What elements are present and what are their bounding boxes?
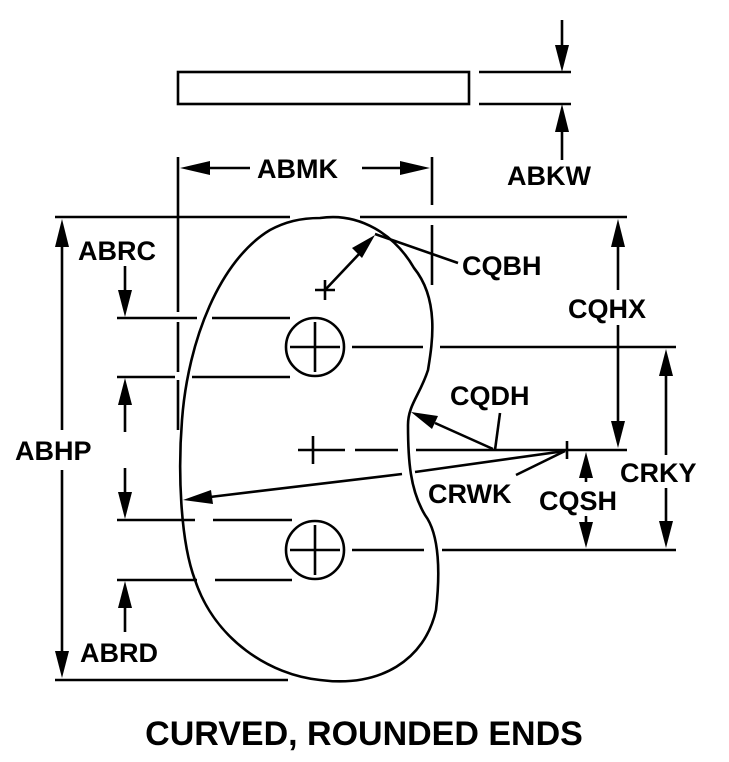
edge-view-profile: [176, 70, 471, 106]
label-abhp: ABHP: [15, 436, 92, 466]
crky-dimension: [659, 349, 673, 548]
cqsh-dimension: [579, 452, 593, 548]
upper-hole-arrow-up: [118, 378, 132, 432]
label-abkw: ABKW: [507, 161, 591, 191]
diagram-caption: CURVED, ROUNDED ENDS: [145, 715, 583, 753]
upper-hole: [284, 316, 346, 378]
abmk-arrow-left: [180, 161, 250, 175]
cqbh-leader: [374, 232, 459, 265]
label-abrc: ABRC: [78, 236, 156, 266]
crwk-radius-arrow: [183, 449, 566, 504]
label-cqdh: CQDH: [450, 381, 530, 411]
part-outline: [178, 215, 440, 683]
label-cqsh: CQSH: [539, 486, 617, 516]
abmk-arrow-right: [362, 161, 430, 175]
lower-hole-arrow-down: [118, 468, 132, 519]
label-cqhx: CQHX: [568, 294, 646, 324]
label-crwk: CRWK: [428, 479, 512, 509]
abkw-arrow-down: [555, 20, 569, 72]
cqhx-dimension: [611, 219, 625, 448]
curve-center-mark: [298, 436, 345, 464]
lower-hole: [284, 519, 346, 581]
crwk-leader: [515, 449, 566, 477]
abrd-arrow: [118, 581, 132, 632]
abrc-arrow: [118, 266, 132, 317]
abhp-dimension: [55, 219, 69, 678]
cqbh-radius-arrow: [324, 235, 375, 291]
cqdh-leader: [493, 412, 502, 451]
label-abrd: ABRD: [80, 638, 158, 668]
cqdh-radius-arrow: [411, 412, 494, 451]
abkw-arrow-up: [555, 104, 569, 160]
label-crky: CRKY: [620, 458, 697, 488]
label-cqbh: CQBH: [462, 251, 542, 281]
label-abmk: ABMK: [257, 154, 338, 184]
